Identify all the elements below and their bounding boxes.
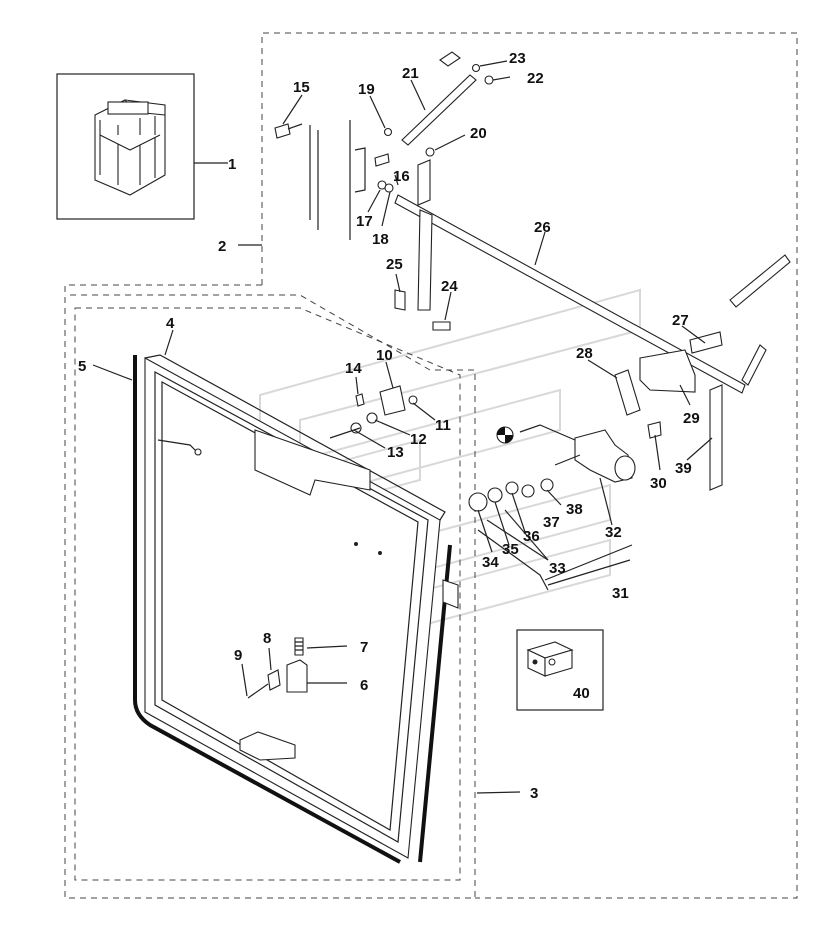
callout-38: 38	[566, 501, 583, 518]
callout-33: 33	[549, 560, 566, 577]
callout-27: 27	[672, 312, 689, 329]
callout-5: 5	[78, 358, 86, 375]
callout-7: 7	[360, 639, 368, 656]
callout-18: 18	[372, 231, 389, 248]
group-3-inner-boundary	[74, 307, 461, 881]
callout-6: 6	[360, 677, 368, 694]
block-inset	[516, 629, 604, 711]
callout-34: 34	[482, 554, 499, 571]
group-3-boundary	[64, 284, 476, 899]
callout-23: 23	[509, 50, 526, 67]
right-hinge	[442, 579, 459, 609]
callout-19: 19	[358, 81, 375, 98]
callout-10: 10	[376, 347, 393, 364]
lower-handle	[239, 731, 296, 761]
callout-13: 13	[387, 444, 404, 461]
callout-3: 3	[530, 785, 538, 802]
callout-30: 30	[650, 475, 667, 492]
callout-17: 17	[356, 213, 373, 230]
callout-40: 40	[573, 685, 590, 702]
callout-14: 14	[345, 360, 362, 377]
callout-24: 24	[441, 278, 458, 295]
callout-32: 32	[605, 524, 622, 541]
callout-36: 36	[523, 528, 540, 545]
callout-39: 39	[675, 460, 692, 477]
callout-1: 1	[228, 156, 236, 173]
lock-parts	[247, 637, 308, 699]
window-frame	[133, 354, 452, 864]
latch-bracket	[254, 429, 382, 555]
callout-25: 25	[386, 256, 403, 273]
leader-lines	[92, 60, 713, 794]
callout-29: 29	[683, 410, 700, 427]
cross-shaft	[394, 159, 791, 491]
callout-20: 20	[470, 125, 487, 142]
pin-icon	[247, 683, 269, 699]
callout-37: 37	[543, 514, 560, 531]
lock-block-icon	[286, 659, 308, 693]
callout-26: 26	[534, 219, 551, 236]
motor-assembly	[468, 349, 696, 591]
callout-35: 35	[502, 541, 519, 558]
hinge-parts	[329, 385, 418, 439]
callout-31: 31	[612, 585, 629, 602]
group-2-boundary	[261, 32, 798, 899]
callout-2: 2	[218, 238, 226, 255]
callout-28: 28	[576, 345, 593, 362]
callout-12: 12	[410, 431, 427, 448]
callout-22: 22	[527, 70, 544, 87]
block-part-icon	[526, 641, 574, 677]
callout-labels: 1 2 3 4 5 6 7 8 9 10 11 12 13 14 15 16 1…	[78, 50, 700, 802]
callout-16: 16	[393, 168, 410, 185]
callout-9: 9	[234, 647, 242, 664]
cab-icon	[94, 99, 166, 196]
cab-inset	[56, 73, 195, 220]
callout-21: 21	[402, 65, 419, 82]
callout-4: 4	[166, 315, 175, 332]
strut-parts	[274, 51, 494, 331]
callout-15: 15	[293, 79, 310, 96]
callout-11: 11	[435, 417, 451, 434]
cam-icon	[267, 669, 281, 691]
callout-8: 8	[263, 630, 271, 647]
